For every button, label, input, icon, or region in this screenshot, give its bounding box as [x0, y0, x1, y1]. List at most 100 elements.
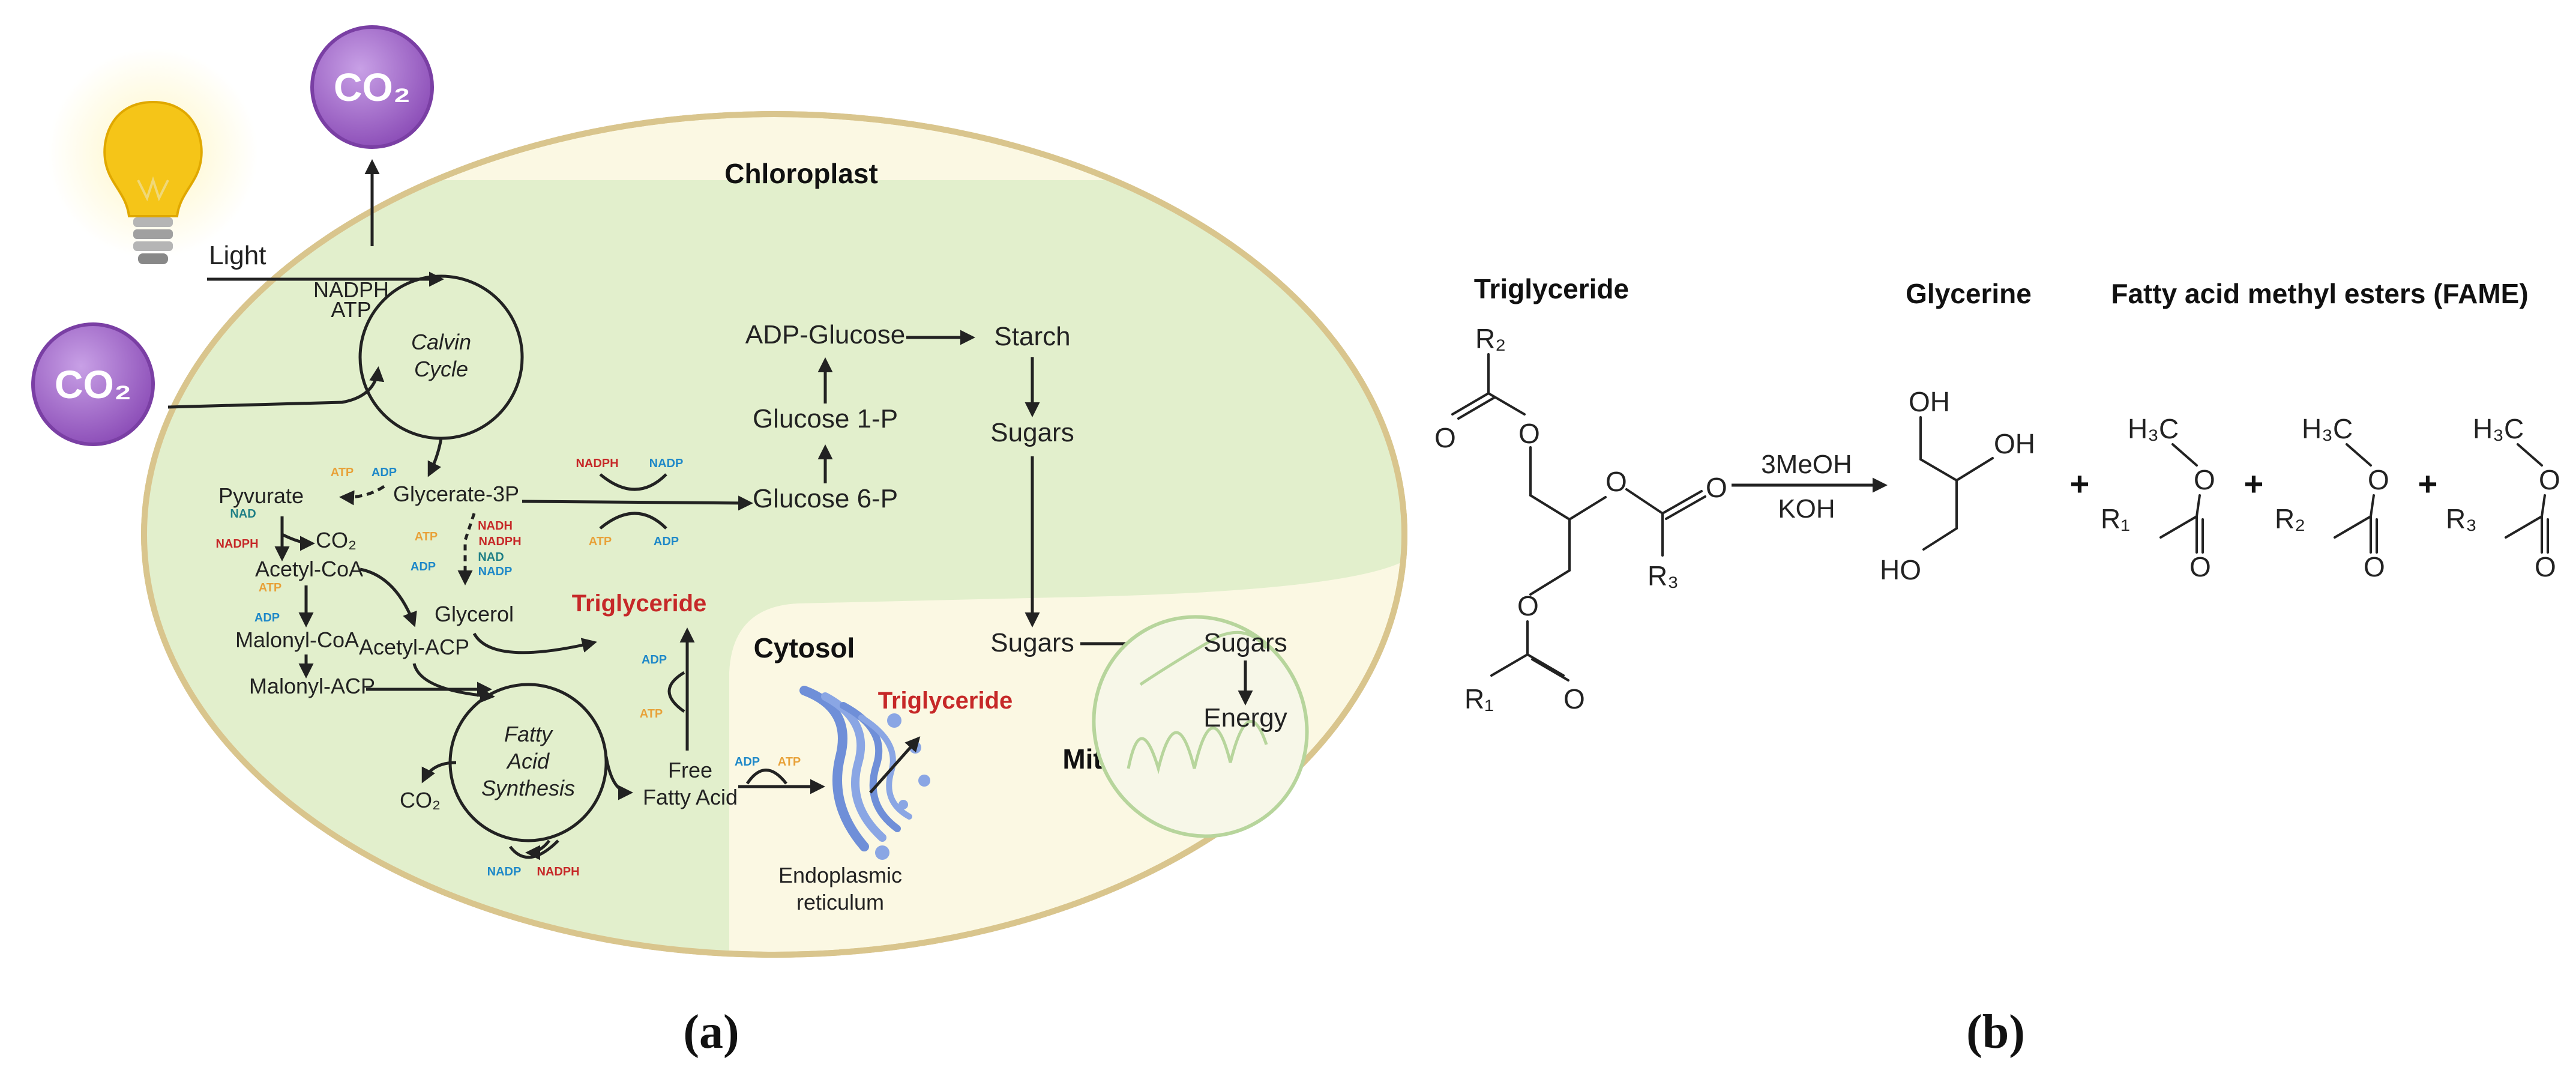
- nad-label-2: NAD: [478, 551, 504, 564]
- gl-ho: HO: [1880, 554, 1921, 585]
- tg-o-6: O: [1563, 683, 1585, 715]
- gl-oh-2: OH: [1994, 428, 2035, 459]
- chloroplast-title: Chloroplast: [724, 158, 878, 189]
- tg-o-5: O: [1517, 590, 1539, 621]
- glycerine-title: Glycerine: [1906, 278, 2032, 309]
- sugars-cytosol-label: Sugars: [990, 628, 1074, 657]
- glucose-6p-label: Glucose 6-P: [753, 484, 898, 513]
- co2-pyruvate-label: CO₂: [316, 528, 357, 552]
- calvin-atp-label: ATP: [331, 297, 371, 322]
- fas-label-line2: Acid: [506, 749, 550, 773]
- nadph-label-4: NADPH: [537, 865, 579, 878]
- reagent-koh: KOH: [1778, 494, 1835, 524]
- calvin-cycle-label-line2: Cycle: [414, 357, 468, 381]
- fame-structure-2: H₃C O O R₂: [2275, 413, 2389, 582]
- fame3-o-2: O: [2535, 551, 2556, 582]
- tg-o-2: O: [1518, 418, 1540, 449]
- atp-label-6: ATP: [778, 755, 801, 769]
- co2-fas-label: CO₂: [400, 788, 441, 812]
- fame3-o-1: O: [2539, 464, 2560, 495]
- mitochondrion-icon: [1092, 615, 1309, 838]
- atp-label-1: ATP: [589, 535, 612, 548]
- adp-label-3: ADP: [254, 611, 280, 624]
- nadp-label-2: NADP: [478, 565, 513, 578]
- fame2-o-2: O: [2364, 551, 2385, 582]
- glycerate-to-glucose6p-arrow: [522, 495, 753, 511]
- cytosol-title: Cytosol: [754, 632, 855, 663]
- calvin-cycle-label-line1: Calvin: [411, 330, 471, 354]
- nadh-label: NADH: [478, 519, 513, 533]
- panel-a-label: (a): [683, 1006, 739, 1059]
- fame1-h3c: H₃C: [2128, 413, 2179, 444]
- fame2-r2: R₂: [2275, 503, 2305, 534]
- fame-structure-3: H₃C O O R₃: [2446, 413, 2560, 582]
- panel-a: CO₂ CO₂ Light Chloroplast Cytosol Mitoch…: [31, 25, 1407, 1059]
- triglyceride-er-label: Triglyceride: [878, 688, 1013, 714]
- sugars-chloroplast-label: Sugars: [990, 418, 1074, 447]
- adp-label-2: ADP: [372, 466, 397, 479]
- nadp-label-3: NADP: [487, 865, 522, 878]
- nadph-label-1: NADPH: [576, 457, 618, 470]
- malonyl-acp-label: Malonyl-ACP: [249, 674, 375, 698]
- free-fatty-acid-line1: Free: [668, 758, 712, 782]
- co2-top-icon: CO₂: [310, 25, 434, 149]
- tg-o-1: O: [1434, 422, 1456, 453]
- malonyl-coa-label: Malonyl-CoA: [235, 627, 359, 652]
- er-label-line2: reticulum: [796, 890, 884, 914]
- adp-label-4: ADP: [411, 560, 436, 573]
- panel-b: Triglyceride Glycerine Fatty acid methyl…: [1434, 273, 2560, 1059]
- adp-label-6: ADP: [735, 755, 760, 769]
- calvin-cycle: Calvin Cycle NADPH ATP: [313, 274, 524, 477]
- tg-r3: R₃: [1648, 560, 1679, 591]
- fame2-h3c: H₃C: [2302, 413, 2353, 444]
- fame-title: Fatty acid methyl esters (FAME): [2111, 278, 2528, 309]
- triglyceride-title: Triglyceride: [1474, 273, 1629, 304]
- panel-b-label: (b): [1966, 1006, 2025, 1059]
- reagent-methanol: 3MeOH: [1761, 450, 1852, 479]
- co2-left-label: CO₂: [55, 362, 131, 407]
- co2-fixation-arrow: [167, 366, 385, 409]
- fame1-r1: R₁: [2101, 503, 2130, 534]
- nad-label-1: NAD: [230, 507, 256, 521]
- glycerol-label: Glycerol: [435, 602, 514, 626]
- pyruvate-label: Pyvurate: [218, 483, 304, 508]
- acetyl-coa-label: Acetyl-CoA: [255, 557, 363, 581]
- nadp-label-1: NADP: [649, 457, 684, 470]
- light-bulb-icon: [48, 48, 258, 264]
- starch-label: Starch: [994, 322, 1070, 351]
- glycerine-structure: OH OH HO: [1880, 386, 2035, 585]
- nadph-to-nadp-curve: [599, 473, 667, 491]
- atp-label-4: ATP: [415, 530, 438, 543]
- tg-o-3: O: [1605, 466, 1627, 497]
- plus-1: +: [2070, 465, 2090, 503]
- plus-2: +: [2244, 465, 2264, 503]
- atp-label-3: ATP: [259, 581, 282, 594]
- triglyceride-structure: R₂ O O O O R₃ O O R₁: [1434, 323, 1727, 715]
- adp-label-1: ADP: [654, 535, 679, 548]
- glycerate-3p-label: Glycerate-3P: [393, 482, 519, 506]
- tg-r2: R₂: [1475, 323, 1506, 354]
- co2-left-icon: CO₂: [31, 322, 155, 446]
- cell: [141, 111, 1407, 958]
- fame1-o-2: O: [2189, 551, 2211, 582]
- adp-label-5: ADP: [642, 653, 667, 666]
- er-label-line1: Endoplasmic: [778, 863, 902, 887]
- calvin-nadph-label: NADPH: [313, 277, 389, 302]
- fas-label-line3: Synthesis: [481, 776, 575, 800]
- sugars-mitochondrion-label: Sugars: [1203, 628, 1287, 657]
- tg-r1: R₁: [1464, 683, 1494, 715]
- plus-3: +: [2418, 465, 2438, 503]
- light-label: Light: [209, 241, 266, 270]
- fatty-acid-synthesis: Fatty Acid Synthesis: [448, 683, 608, 842]
- tg-o-4: O: [1706, 472, 1727, 503]
- free-fatty-acid-line2: Fatty Acid: [643, 785, 738, 809]
- adp-glucose-label: ADP-Glucose: [745, 320, 906, 349]
- endoplasmic-reticulum-icon: [799, 686, 930, 860]
- fame1-o-1: O: [2194, 464, 2215, 495]
- fame-structure-1: H₃C O O R₁: [2101, 413, 2215, 582]
- chloroplast-region: [144, 180, 1404, 955]
- energy-label: Energy: [1203, 703, 1287, 733]
- fame3-h3c: H₃C: [2473, 413, 2524, 444]
- fame2-o-1: O: [2368, 464, 2389, 495]
